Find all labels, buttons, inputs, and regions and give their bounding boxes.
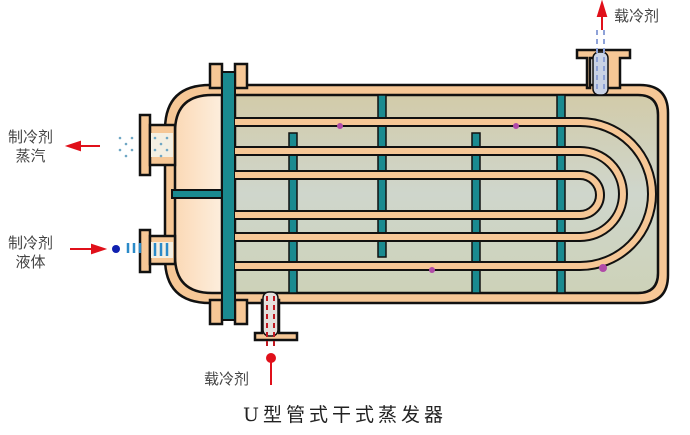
u-tube-middle: [235, 148, 626, 240]
label-refrigerant-liquid: 制冷剂 液体: [8, 234, 53, 272]
u-tube-outer: [235, 119, 655, 269]
tube-sheet: [221, 71, 236, 321]
label-line: 制冷剂: [8, 128, 54, 146]
liquid-droplet-icon: [112, 245, 120, 253]
flange-bottom-right: [233, 298, 249, 326]
baffle: [556, 94, 566, 294]
label-line: 蒸汽: [15, 147, 46, 165]
label-line: 制冷剂: [8, 234, 54, 252]
u-tube-inner: [235, 172, 603, 218]
pass-partition: [171, 189, 225, 199]
label-coolant-out: 载冷剂: [614, 7, 660, 25]
flange-top-right: [233, 62, 249, 90]
shell-side-chamber: [233, 93, 660, 295]
vapor-nozzle-flange: [138, 113, 152, 177]
label-coolant-in: 载冷剂: [204, 370, 250, 388]
liquid-nozzle-flange: [138, 228, 152, 274]
label-refrigerant-vapor: 制冷剂 蒸汽: [8, 128, 53, 166]
diagram-title: U型管式干式蒸发器: [242, 404, 447, 426]
flange-bottom-left: [208, 298, 224, 326]
flange-top-left: [208, 62, 224, 90]
label-line: 液体: [15, 253, 46, 271]
